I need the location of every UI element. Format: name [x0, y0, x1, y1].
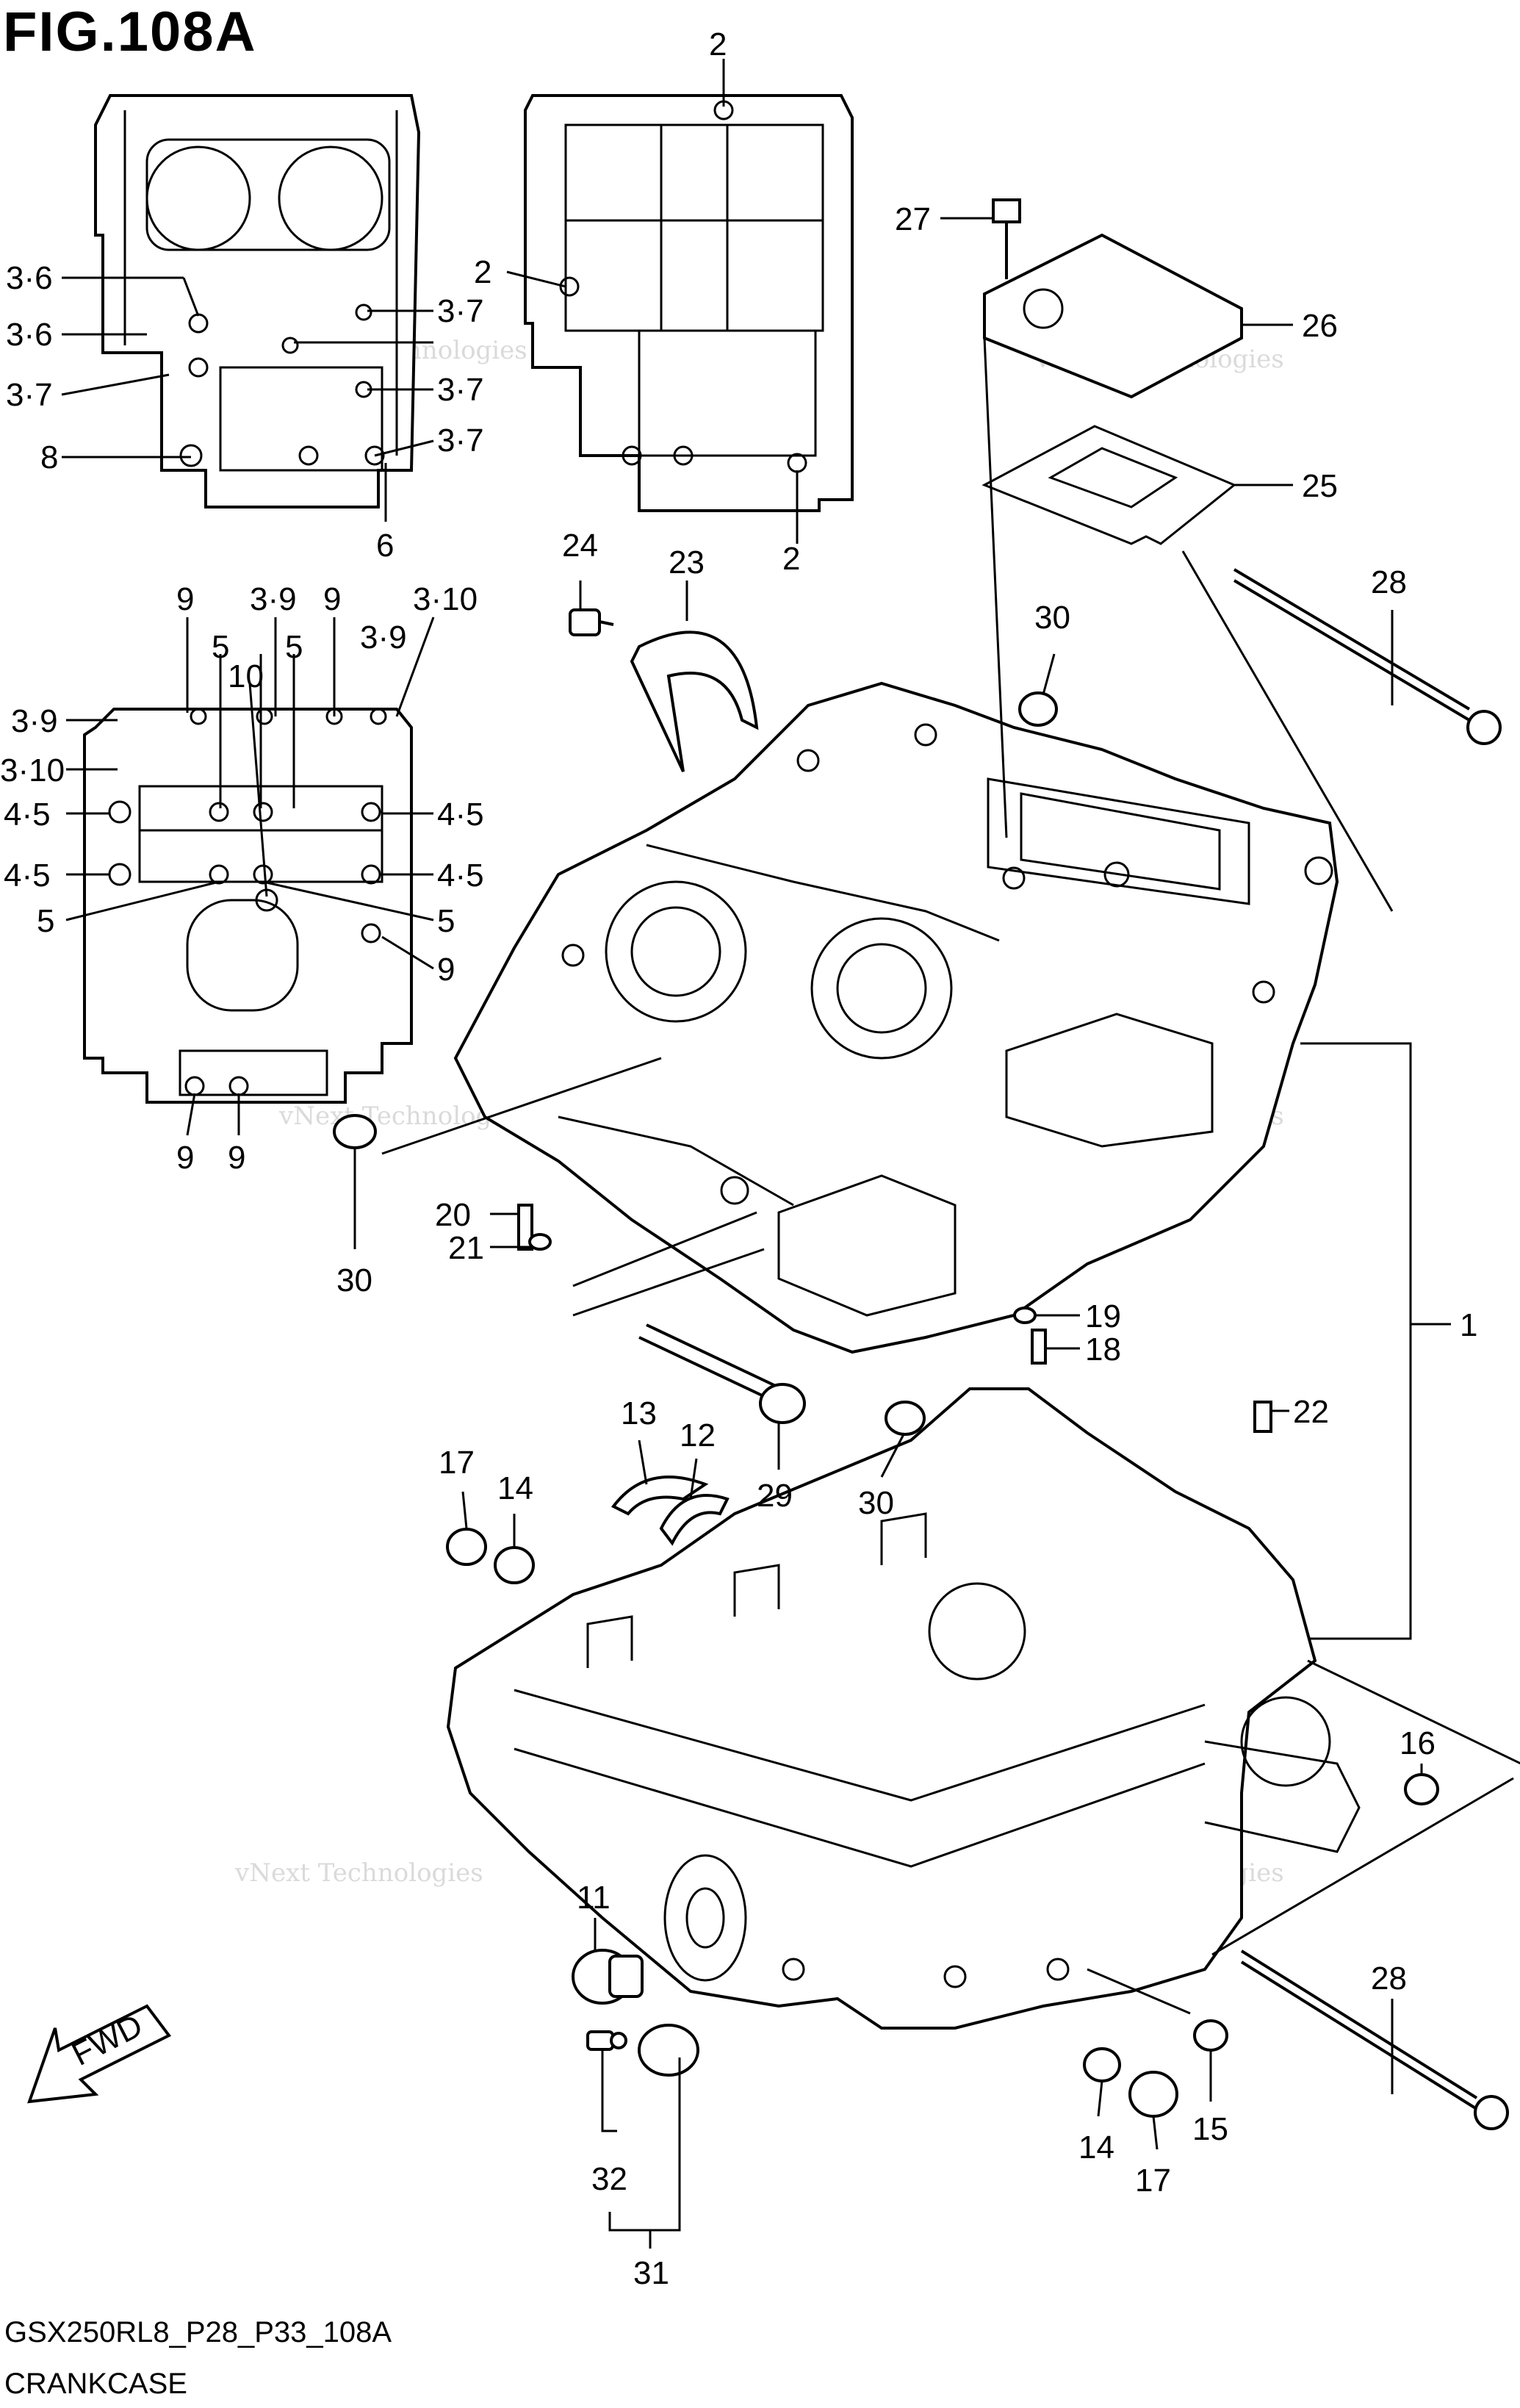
callout-5: 5 [285, 629, 303, 665]
callout-14: 14 [497, 1470, 533, 1506]
callout-9: 9 [437, 952, 455, 988]
callout-4-5: 4·5 [4, 858, 51, 894]
lower-crankcase [446, 1387, 1361, 2030]
callout-30: 30 [858, 1485, 894, 1521]
callout-28: 28 [1371, 1960, 1407, 1997]
callout-3-9: 3·9 [360, 619, 407, 655]
callout-27: 27 [895, 201, 931, 237]
callout-30: 30 [1034, 600, 1070, 636]
callout-16: 16 [1400, 1725, 1436, 1761]
callout-17: 17 [1135, 2163, 1171, 2199]
callout-6: 6 [376, 528, 394, 564]
callout-23: 23 [669, 545, 705, 581]
callout-9: 9 [176, 1140, 194, 1176]
callout-15: 15 [1192, 2111, 1228, 2147]
callout-9: 9 [323, 581, 341, 617]
callout-14: 14 [1078, 2130, 1114, 2166]
callout-3-7: 3·7 [437, 293, 484, 329]
callout-12: 12 [680, 1417, 716, 1453]
callout-11: 11 [577, 1880, 610, 1916]
callout-24: 24 [562, 528, 598, 564]
callout-32: 32 [591, 2161, 627, 2197]
watermark-text: vNext Technologies [234, 1858, 483, 1888]
mid-left-view [83, 708, 413, 1104]
callout-labels: 2 2 2 3·6 3·6 3·7 3·7 3·7 3·7 8 6 9 3·9 … [0, 26, 1477, 2291]
callout-2: 2 [782, 541, 800, 577]
callout-4-5: 4·5 [4, 797, 51, 833]
callout-19: 19 [1085, 1298, 1121, 1334]
figure-caption: CRANKCASE [4, 2368, 187, 2400]
callout-3-10: 3·10 [413, 581, 478, 617]
callout-2: 2 [709, 26, 727, 62]
top-center-view [524, 94, 854, 512]
callout-8: 8 [40, 439, 58, 475]
upper-crankcase [453, 681, 1339, 1354]
callout-10: 10 [228, 658, 264, 694]
callout-3-9: 3·9 [11, 703, 58, 739]
callout-18: 18 [1085, 1331, 1121, 1367]
callout-5: 5 [212, 629, 229, 665]
fwd-arrow: FWD [27, 2004, 172, 2104]
callout-3-7: 3·7 [437, 423, 484, 459]
callout-3-10: 3·10 [0, 752, 65, 788]
leader-lines [61, 59, 1520, 2249]
callout-28: 28 [1371, 564, 1407, 600]
callout-17: 17 [439, 1445, 475, 1481]
callout-31: 31 [633, 2255, 669, 2291]
small-parts [333, 198, 1509, 2130]
callout-4-5: 4·5 [437, 797, 484, 833]
callout-26: 26 [1302, 308, 1338, 344]
callout-29: 29 [757, 1478, 793, 1514]
callout-20: 20 [435, 1197, 471, 1233]
callout-25: 25 [1302, 468, 1338, 504]
callout-1: 1 [1460, 1307, 1477, 1343]
callout-22: 22 [1293, 1394, 1329, 1430]
callout-2: 2 [474, 254, 491, 290]
callout-30: 30 [336, 1262, 372, 1298]
callout-3-6: 3·6 [6, 260, 53, 296]
callout-5: 5 [37, 903, 54, 939]
callout-4-5: 4·5 [437, 858, 484, 894]
callout-5: 5 [437, 903, 455, 939]
callout-13: 13 [621, 1395, 657, 1431]
top-left-view [94, 94, 421, 508]
callout-3-7: 3·7 [437, 372, 484, 408]
callout-21: 21 [448, 1230, 484, 1266]
model-code: GSX250RL8_P28_P33_108A [4, 2316, 392, 2348]
figure-title: FIG.108A [3, 1, 257, 63]
callout-9: 9 [228, 1140, 245, 1176]
callout-3-9: 3·9 [250, 581, 297, 617]
callout-3-6: 3·6 [6, 317, 53, 353]
callout-9: 9 [176, 581, 194, 617]
callout-3-7: 3·7 [6, 377, 53, 413]
